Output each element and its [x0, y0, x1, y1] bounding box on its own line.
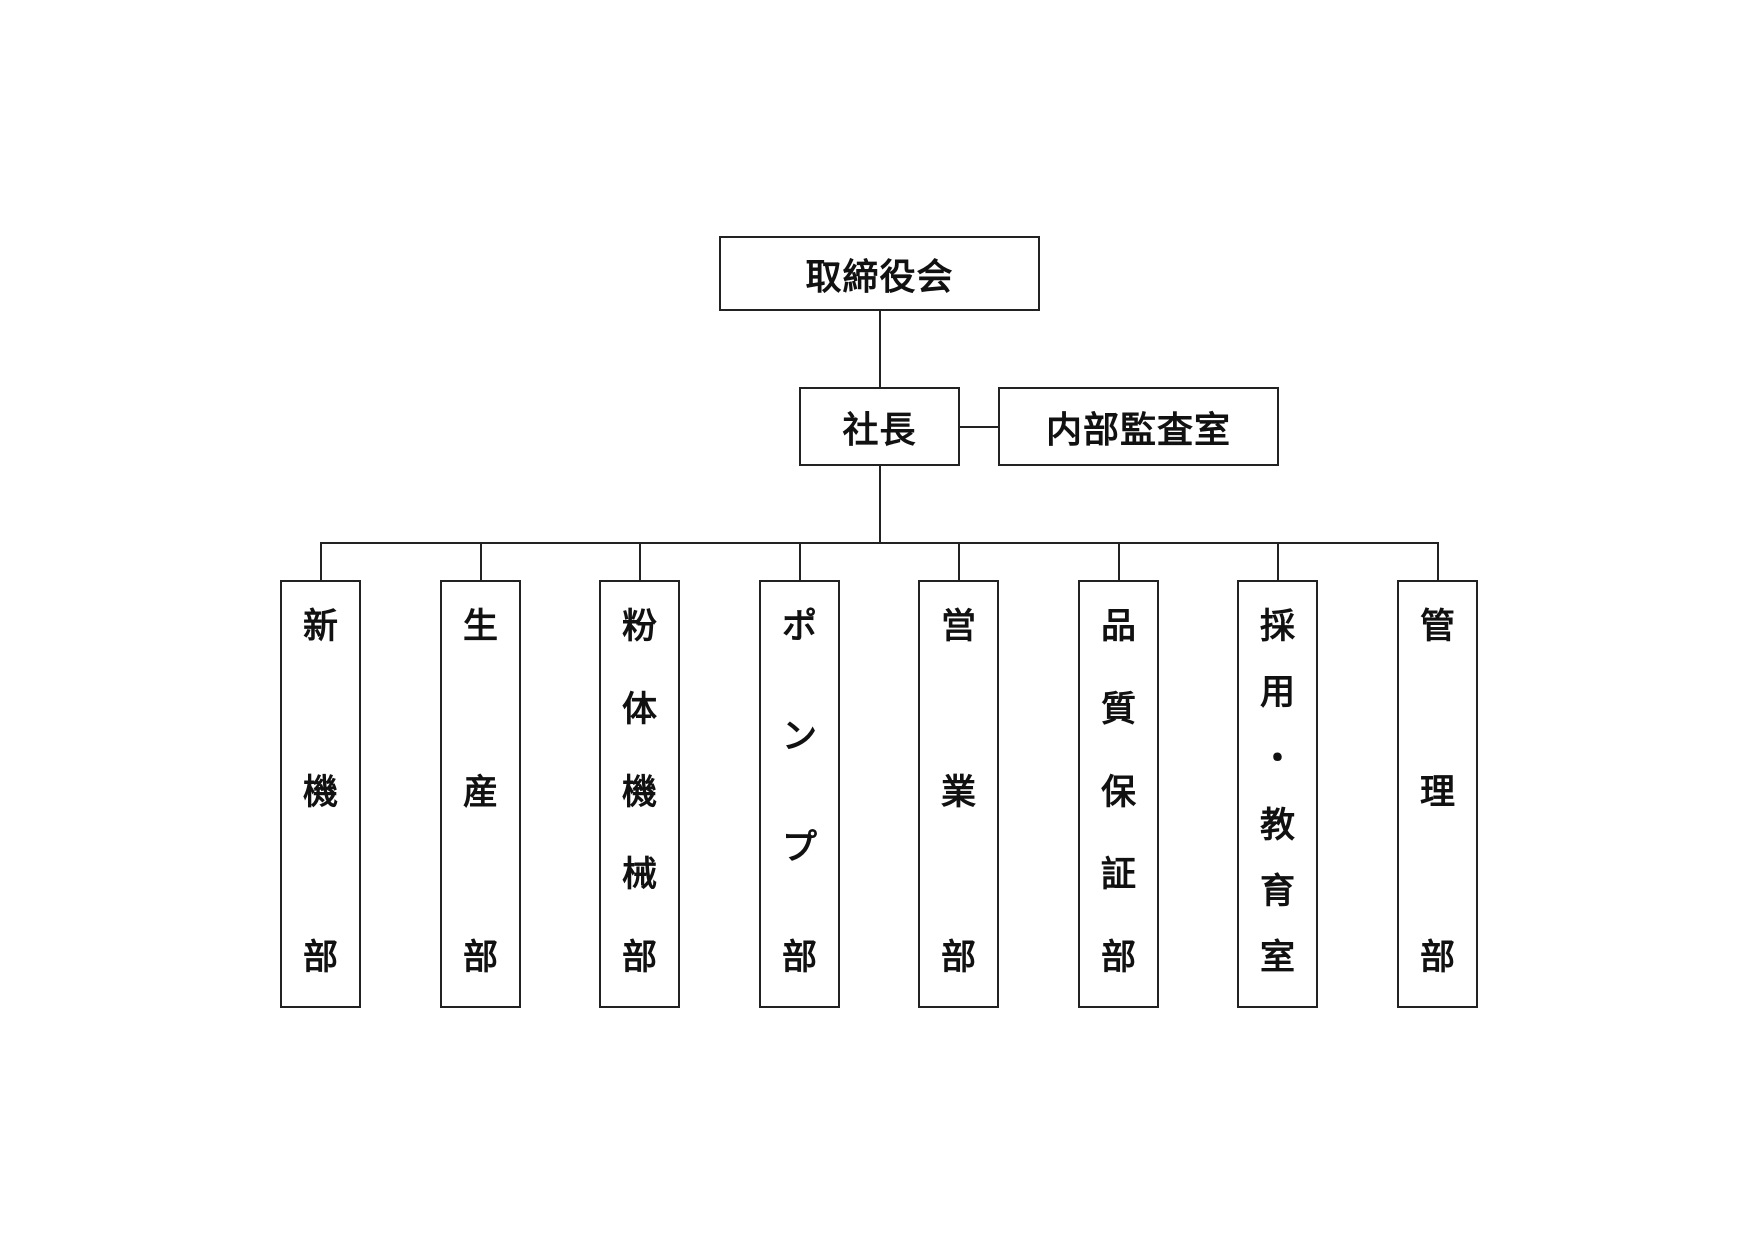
internal-audit-label: 内部監査室	[1045, 409, 1231, 451]
dept-char: 部	[302, 938, 338, 978]
dept-box-shinki: 新 機 部	[280, 580, 361, 1008]
connector-dept-3	[639, 542, 641, 581]
dept-char: 新	[302, 607, 338, 647]
board-box: 取締役会	[719, 236, 1040, 311]
dept-char: 採	[1259, 607, 1295, 647]
dept-char: 質	[1100, 689, 1136, 730]
dept-char: 部	[940, 938, 976, 978]
dept-char: 械	[621, 855, 657, 896]
dept-char: 産	[462, 772, 498, 813]
dept-char: 育	[1259, 871, 1295, 912]
dept-char: 業	[940, 772, 976, 813]
dept-char: 品	[1100, 607, 1136, 647]
connector-board-president	[879, 310, 881, 388]
dept-char: 用	[1259, 673, 1295, 714]
dept-char: 部	[781, 937, 817, 978]
connector-dept-8	[1437, 542, 1439, 581]
connector-dept-2	[480, 542, 482, 581]
dept-box-hinshitsu-hosho: 品 質 保 証 部	[1078, 580, 1159, 1008]
dept-char: 部	[1419, 938, 1455, 978]
connector-president-trunk	[879, 465, 881, 544]
dept-char: 粉	[621, 607, 657, 647]
connector-president-audit	[959, 426, 1000, 428]
president-label: 社長	[842, 409, 917, 451]
dept-char: 部	[1100, 938, 1136, 978]
dept-char: 機	[302, 772, 338, 813]
dept-char: 室	[1259, 937, 1295, 978]
dept-char: プ	[781, 827, 817, 868]
dept-char: 生	[462, 607, 498, 647]
connector-dept-4	[799, 542, 801, 581]
connector-dept-6	[1118, 542, 1120, 581]
dept-char: 保	[1100, 772, 1136, 813]
dept-box-funtai-kikai: 粉 体 機 械 部	[599, 580, 680, 1008]
dept-char: 部	[462, 938, 498, 978]
dept-box-pump: ポ ン プ 部	[759, 580, 840, 1008]
dept-char: 証	[1100, 855, 1136, 896]
connector-department-bus	[320, 542, 1439, 544]
president-box: 社長	[799, 387, 960, 466]
dept-box-kanri: 管 理 部	[1397, 580, 1478, 1008]
dept-box-seisan: 生 産 部	[440, 580, 521, 1008]
connector-dept-5	[958, 542, 960, 581]
dept-char: 理	[1419, 772, 1455, 813]
dept-char: 部	[621, 938, 657, 978]
dept-box-eigyo: 営 業 部	[918, 580, 999, 1008]
dept-char: ポ	[781, 607, 817, 647]
board-label: 取締役会	[805, 256, 954, 298]
connector-dept-1	[320, 542, 322, 581]
dept-char: ・	[1259, 739, 1295, 780]
connector-dept-7	[1277, 542, 1279, 581]
internal-audit-box: 内部監査室	[998, 387, 1279, 466]
dept-char: 機	[621, 772, 657, 813]
dept-char: ン	[781, 717, 817, 758]
dept-char: 営	[940, 607, 976, 647]
dept-box-saiyo-kyoiku: 採 用 ・ 教 育 室	[1237, 580, 1318, 1008]
dept-char: 体	[621, 689, 657, 730]
dept-char: 教	[1259, 805, 1295, 846]
dept-char: 管	[1419, 607, 1455, 647]
